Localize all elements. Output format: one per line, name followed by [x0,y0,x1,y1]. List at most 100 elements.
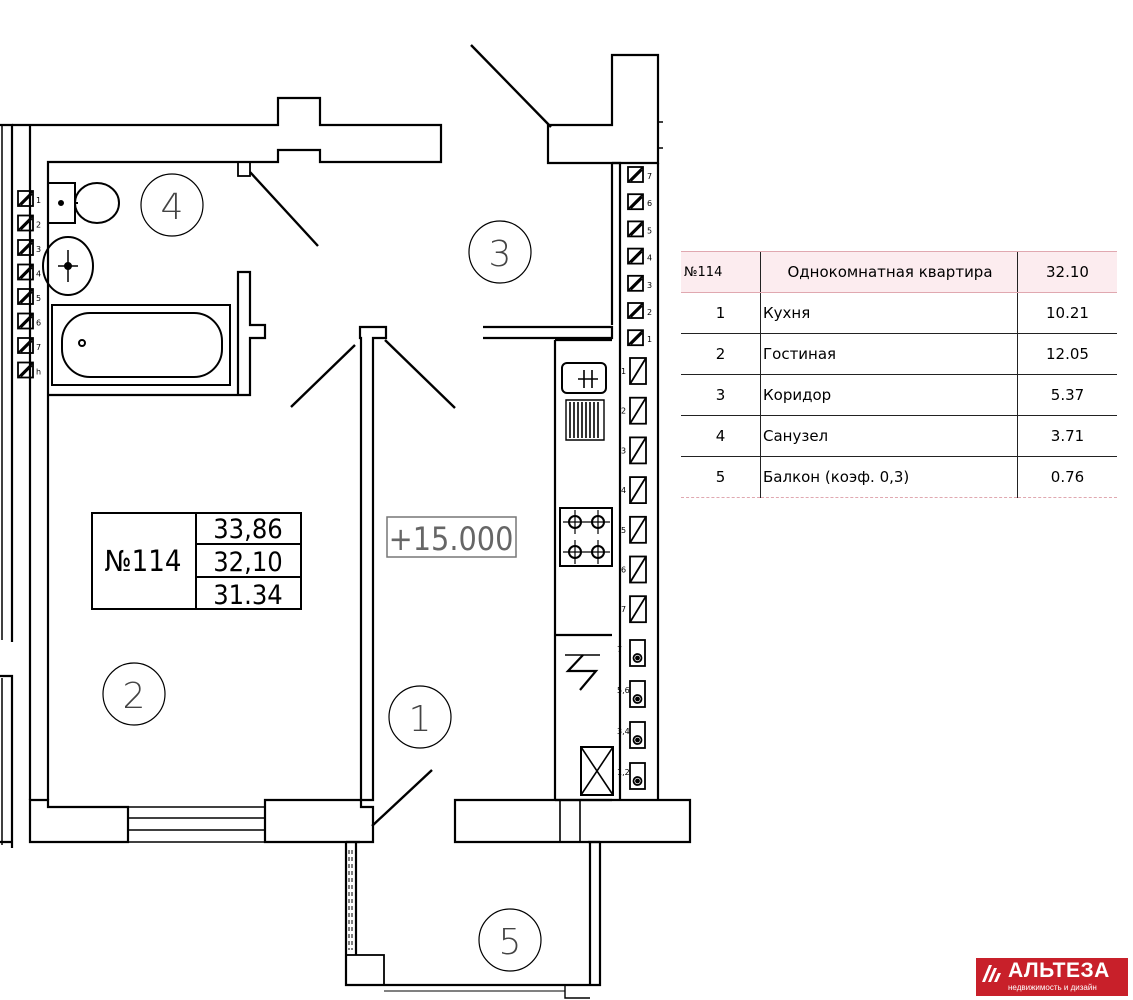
vent-number: 3,4 [617,727,630,736]
gas-riser: 5,6 [617,680,646,708]
central-partition [358,325,388,802]
vent-number: 1 [621,367,626,376]
vent-duct: 2 [17,214,41,232]
bathroom-partition [48,270,267,397]
vent-number: 4 [647,254,652,263]
table-row: 1 Кухня 10.21 [681,292,1117,334]
room-marker-number: 5 [499,922,522,963]
vent-number: 2 [621,407,626,416]
sink-icon [42,236,94,296]
vent-number: 7 [621,605,626,614]
bottom-wall-left [28,798,130,844]
room-marker-4: 4 [140,173,204,237]
vent-duct: 6 [627,193,652,211]
kitchen-sink-icon [561,362,607,441]
vent-number: 5 [621,526,626,535]
vent-number: 5,6 [617,686,630,695]
vent-duct: 2 [627,302,652,319]
table-apartment-type: Однокомнатная квартира [760,251,1018,293]
vent-duct: 5 [627,220,652,238]
cooktop-icon [559,507,613,567]
vent-duct: 3 [627,274,652,292]
room-area: 0.76 [1017,456,1117,498]
room-marker-2: 2 [102,662,166,726]
vent-number: 1 [647,335,652,344]
vent-duct: 1 [17,190,41,207]
apartment-info-table: №114 Однокомнатная квартира 32.10 1 Кухн… [681,251,1117,498]
vent-duct: 7 [627,166,652,183]
vent-number: 3 [36,245,41,254]
vent-number: 5 [36,294,41,303]
vent-duct: 7 [17,337,41,354]
room-marker-3: 3 [468,220,532,284]
vent-duct: 4 [17,263,41,281]
toilet-icon [47,182,120,224]
vent-number: h [36,368,41,377]
table-row: 5 Балкон (коэф. 0,3) 0.76 [681,456,1117,498]
table-header-row: №114 Однокомнатная квартира 32.10 [681,251,1117,293]
room-name: Коридор [760,374,1018,416]
room-name: Кухня [760,292,1018,334]
room-number: 4 [681,415,761,457]
right-shaft-vents: 7 6 5 4 3 2 1 1 2 3 4 5 6 7 7 5,6 3,4 1,2 [617,166,652,790]
brand-tagline: недвижимость и дизайн [1008,983,1097,992]
vent-duct: 6 [17,312,41,330]
room-area: 10.21 [1017,292,1117,334]
vent-duct: h [17,361,41,379]
level-mark: +15.000 [389,520,514,558]
area-net: 31.34 [213,580,283,611]
table-apartment-area: 32.10 [1017,251,1117,293]
vent-number: 6 [36,319,41,328]
bathtub-icon [51,304,231,386]
table-row: 3 Коридор 5.37 [681,374,1117,416]
room-number: 5 [681,456,761,498]
vent-number: 5 [647,226,652,235]
room-area: 12.05 [1017,333,1117,375]
room-marker-number: 1 [409,699,432,740]
vent-duct: 1 [627,329,652,347]
vent-duct: 5 [17,288,41,305]
left-shaft-vents: 1 2 3 4 5 6 7 h [17,190,41,379]
area-living: 32,10 [213,547,283,578]
level-mark-box [386,516,517,558]
vent-duct: 1 [621,357,647,385]
vent-number: 6 [621,566,626,575]
table-row: 4 Санузел 3.71 [681,415,1117,457]
vent-number: 1,2 [617,768,630,777]
brand-name: АЛЬТЕЗА [1008,959,1110,982]
room-number: 1 [681,292,761,334]
area-total: 33,86 [213,514,283,545]
room-area: 3.71 [1017,415,1117,457]
vent-number: 7 [617,645,622,654]
room-number: 3 [681,374,761,416]
room-name: Гостиная [760,333,1018,375]
room-area: 5.37 [1017,374,1117,416]
gas-riser: 3,4 [617,721,646,749]
electrical-panel-icon [565,654,600,691]
left-exterior-wall [0,123,32,848]
vent-number: 4 [621,486,626,495]
table-apartment-number: №114 [681,251,761,293]
vent-duct: 6 [621,555,647,584]
gas-riser: 1,2 [617,762,646,790]
vent-number: 7 [36,343,41,352]
room-name: Санузел [760,415,1018,457]
kitchen-counter [553,338,612,802]
vent-number: 2 [647,308,652,317]
room-marker-1: 1 [388,685,452,749]
table-row: 2 Гостиная 12.05 [681,333,1117,375]
room-marker-number: 2 [123,676,146,717]
vent-number: 4 [36,270,41,279]
gas-riser: 7 [617,639,646,667]
vent-duct: 3 [17,239,41,256]
vent-number: 1 [36,196,41,205]
vent-duct: 3 [621,436,647,465]
vent-duct: 7 [621,595,647,624]
room-name: Балкон (коэф. 0,3) [760,456,1018,498]
brand-logo[interactable]: АЛЬТЕЗА недвижимость и дизайн [976,958,1128,996]
vent-duct: 4 [627,247,652,265]
entrance-wall [546,53,660,165]
room-marker-number: 4 [161,187,184,228]
vent-number: 2 [36,221,41,230]
